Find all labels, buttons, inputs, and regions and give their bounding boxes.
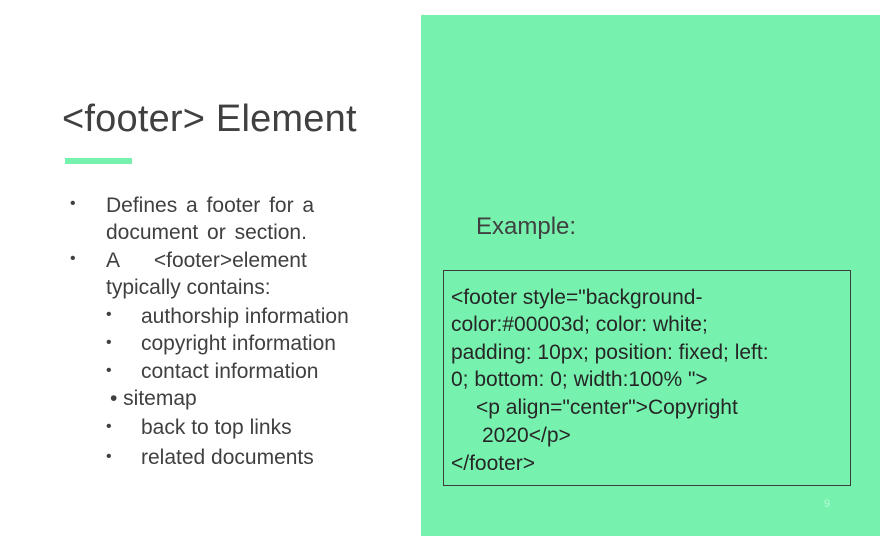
code-line-7: </footer> <box>451 452 536 475</box>
sub-item-copyright: copyright information <box>141 332 336 355</box>
sub-bullet-dot: • <box>106 418 112 435</box>
sub-item-sitemap: • sitemap <box>110 387 197 410</box>
code-line-6: 2020</p> <box>482 424 571 447</box>
code-line-2: color:#00003d; color: white; <box>451 313 708 336</box>
code-line-5: <p align="center">Copyright <box>476 396 738 419</box>
bullet-1-line-1: Defines a footer for a <box>106 194 315 217</box>
title-accent-bar <box>65 158 132 164</box>
page-number: 9 <box>824 498 831 510</box>
example-panel <box>421 15 880 536</box>
code-line-3: padding: 10px; position: fixed; left: <box>451 341 769 364</box>
bullet-dot: • <box>70 195 76 212</box>
sub-bullet-dot: • <box>106 448 112 465</box>
sub-item-contact: contact information <box>141 360 319 383</box>
bullet-dot: • <box>70 250 76 267</box>
sub-item-back-to-top: back to top links <box>141 416 292 439</box>
sub-item-related-docs: related documents <box>141 446 314 469</box>
code-example-box <box>443 270 851 486</box>
sub-bullet-dot: • <box>106 362 112 379</box>
sub-bullet-dot: • <box>106 306 112 323</box>
bullet-1-line-2: document or section. <box>106 221 307 244</box>
bullet-2-line-2: typically contains: <box>106 276 271 299</box>
example-label: Example: <box>476 213 577 240</box>
code-line-4: 0; bottom: 0; width:100% "> <box>451 368 708 391</box>
sub-bullet-dot: • <box>106 334 112 351</box>
sub-item-authorship: authorship information <box>141 305 349 328</box>
bullet-2-line-1: A <footer>element <box>106 249 307 272</box>
slide-title: <footer> Element <box>62 98 357 140</box>
code-line-1: <footer style="background- <box>451 286 703 309</box>
